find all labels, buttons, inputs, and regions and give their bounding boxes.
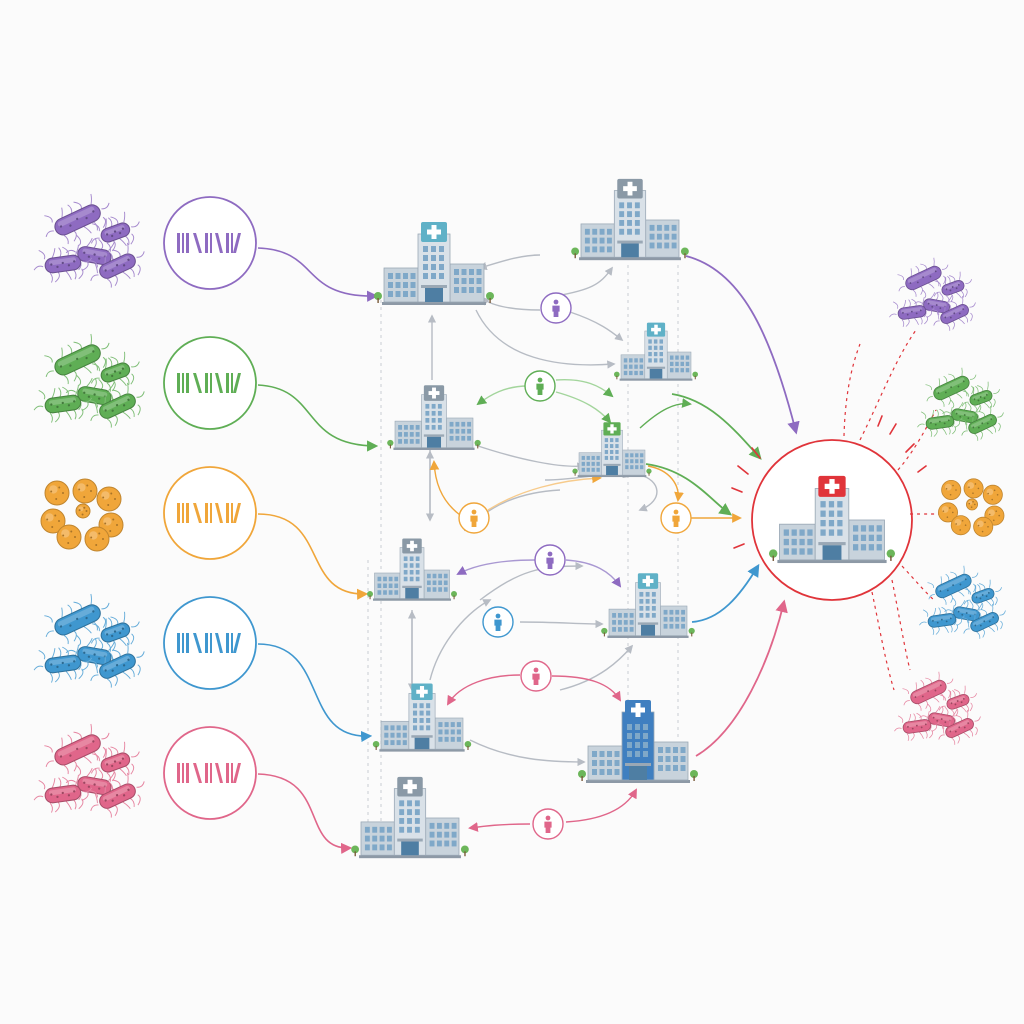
barcode-column bbox=[163, 196, 257, 820]
bacterium-icon bbox=[91, 741, 140, 782]
patients bbox=[458, 292, 692, 840]
person-icon bbox=[534, 544, 566, 576]
bacterium-icon bbox=[925, 367, 977, 407]
central-hospital bbox=[731, 415, 927, 601]
bacterium-icon bbox=[44, 193, 110, 245]
bacterium-icon bbox=[902, 671, 954, 711]
hospital-icon bbox=[769, 475, 895, 564]
bacterium-icon bbox=[91, 351, 140, 392]
bacterium-icon bbox=[937, 502, 958, 523]
bacterium-icon bbox=[963, 478, 984, 499]
bacterium-icon bbox=[889, 297, 935, 328]
bacterium-icon bbox=[72, 478, 98, 504]
bacterium-icon bbox=[56, 524, 82, 550]
alert-rays bbox=[731, 415, 927, 549]
strain-input-arrows bbox=[257, 247, 379, 854]
hospital-icon bbox=[572, 422, 652, 478]
bacterium-icon bbox=[89, 382, 145, 428]
hospital-icon bbox=[601, 573, 695, 638]
blue-input-arrow bbox=[257, 643, 373, 743]
orange-input-arrow bbox=[257, 513, 369, 600]
dna-barcode-icon bbox=[163, 196, 257, 290]
bacterium-icon bbox=[965, 498, 979, 511]
bacterium-icon bbox=[973, 516, 994, 537]
hospital-icon bbox=[387, 385, 481, 450]
purple-input-arrow bbox=[257, 247, 379, 302]
bacterium-icon bbox=[927, 565, 979, 605]
bacterium-icon bbox=[960, 405, 1004, 441]
dna-barcode-icon bbox=[163, 596, 257, 690]
bacterium-icon bbox=[938, 685, 978, 717]
bacterium-icon bbox=[44, 333, 110, 385]
bacterium-icon bbox=[933, 271, 973, 303]
person-icon bbox=[540, 292, 572, 324]
bacterium-icon bbox=[44, 480, 70, 506]
bacterium-icon bbox=[44, 723, 110, 775]
outbreak-spread-lines bbox=[843, 329, 946, 691]
person-icon bbox=[660, 502, 692, 534]
bacterium-icon bbox=[932, 295, 976, 331]
bacterium-icon bbox=[89, 242, 145, 288]
bacterium-icon bbox=[950, 515, 971, 536]
dna-barcode-icon bbox=[163, 726, 257, 820]
bacterium-icon bbox=[40, 508, 66, 534]
bacterium-icon bbox=[65, 765, 123, 805]
bacterium-icon bbox=[937, 709, 981, 745]
hospital-icon bbox=[578, 700, 698, 783]
bacterium-icon bbox=[33, 384, 93, 423]
bacterium-icon bbox=[941, 479, 962, 500]
hospital-icon bbox=[374, 222, 494, 305]
bacterium-icon bbox=[917, 407, 963, 438]
person-icon bbox=[482, 606, 514, 638]
hospital-icon bbox=[372, 683, 472, 752]
green-input-arrow bbox=[257, 384, 379, 452]
hospital-icon bbox=[367, 538, 457, 601]
patient-arrows bbox=[429, 379, 742, 832]
bacterium-icon bbox=[89, 772, 145, 818]
person-icon bbox=[520, 660, 552, 692]
bacterium-icon bbox=[33, 244, 93, 283]
bacterium-icon bbox=[44, 593, 110, 645]
right-bacteria-column bbox=[889, 257, 1006, 745]
bacterium-icon bbox=[962, 603, 1006, 639]
pink-input-arrow bbox=[257, 773, 353, 854]
bacterium-icon bbox=[897, 257, 949, 297]
hospital-network bbox=[351, 178, 698, 859]
bacterium-icon bbox=[75, 503, 91, 519]
person-icon bbox=[524, 370, 556, 402]
hospital-icon bbox=[351, 776, 469, 859]
bacterium-icon bbox=[919, 605, 965, 636]
hospital-icon bbox=[571, 178, 689, 261]
bacterium-icon bbox=[91, 211, 140, 252]
bacterium-icon bbox=[894, 711, 940, 742]
bacterium-icon bbox=[982, 484, 1003, 505]
bacterium-icon bbox=[91, 611, 140, 652]
bacterium-icon bbox=[33, 774, 93, 813]
person-icon bbox=[532, 808, 564, 840]
bacterium-icon bbox=[914, 289, 959, 321]
bacterium-icon bbox=[96, 486, 122, 512]
left-bacteria-column bbox=[33, 193, 145, 818]
bacterium-icon bbox=[65, 375, 123, 415]
hospital-icon bbox=[614, 322, 698, 381]
dna-barcode-icon bbox=[163, 336, 257, 430]
bacterium-icon bbox=[89, 642, 145, 688]
bacterium-icon bbox=[84, 526, 110, 552]
bacterium-icon bbox=[33, 644, 93, 683]
person-icon bbox=[458, 502, 490, 534]
dna-barcode-icon bbox=[163, 466, 257, 560]
